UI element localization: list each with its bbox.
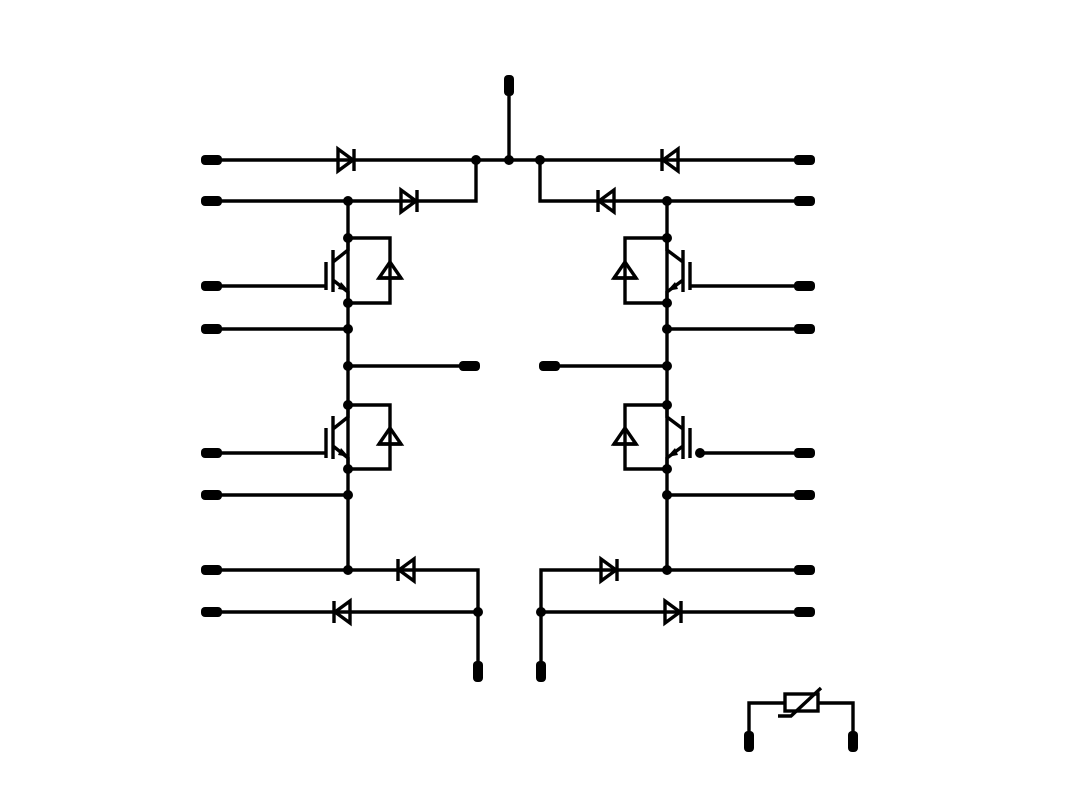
terminal-pin-right[interactable] [794, 281, 815, 291]
terminal-pin-bottom-left[interactable] [473, 661, 483, 682]
junction-dot [343, 233, 353, 243]
junction-dot [343, 298, 353, 308]
junction-dot [662, 490, 672, 500]
freewheel-diode-left-lower [348, 403, 405, 471]
wire-left-bottom-row1 [215, 568, 480, 612]
junction-dot [504, 155, 514, 165]
terminal-pin-ntc-2[interactable] [848, 731, 858, 752]
clamp-diode-top-left-2 [399, 186, 419, 216]
clamp-diode-top-left-1 [336, 145, 356, 175]
terminal-pin-right[interactable] [794, 607, 815, 617]
igbt-right-upper [665, 238, 692, 303]
terminal-pin-left[interactable] [201, 448, 222, 458]
igbt-right-lower [665, 405, 692, 469]
junction-dot [471, 155, 481, 165]
freewheel-diode-left-upper [348, 236, 405, 305]
junction-dot [343, 324, 353, 334]
junction-dot [695, 448, 705, 458]
junction-dot [662, 233, 672, 243]
terminal-pin-right[interactable] [794, 324, 815, 334]
junction-dot [343, 490, 353, 500]
terminal-pin-right[interactable] [794, 196, 815, 206]
freewheel-diode-right-lower [610, 403, 667, 471]
junction-dot [662, 565, 672, 575]
junction-dot [662, 196, 672, 206]
junction-dot [343, 196, 353, 206]
igbt-left-lower [324, 405, 350, 469]
wire-left-row2 [215, 160, 478, 203]
junction-dot [343, 464, 353, 474]
terminal-pin-left[interactable] [201, 155, 222, 165]
clamp-diode-top-right-1 [660, 145, 680, 175]
junction-dot [473, 607, 483, 617]
junction-dot [343, 565, 353, 575]
junction-dot [662, 464, 672, 474]
junction-dot [662, 400, 672, 410]
junction-group [343, 155, 705, 617]
junction-dot [536, 607, 546, 617]
clamp-diode-bottom-right-2 [663, 597, 683, 627]
igbt-left-upper [324, 238, 350, 303]
clamp-diode-bottom-right-1 [599, 555, 619, 585]
terminal-pin-left[interactable] [201, 490, 222, 500]
freewheel-diode-right-upper [610, 236, 667, 305]
junction-dot [535, 155, 545, 165]
junction-dot [662, 298, 672, 308]
clamp-diode-bottom-left-2 [332, 597, 352, 627]
terminal-pin-left[interactable] [201, 324, 222, 334]
wire-right-row2 [538, 160, 800, 203]
terminal-pin-mid-left[interactable] [459, 361, 480, 371]
terminal-pin-top[interactable] [504, 75, 514, 96]
terminal-pin-right[interactable] [794, 490, 815, 500]
terminal-pin-left[interactable] [201, 565, 222, 575]
clamp-diode-bottom-left-1 [396, 555, 416, 585]
terminal-pin-right[interactable] [794, 155, 815, 165]
wire-right-bottom-row1 [539, 568, 800, 612]
clamp-diode-top-right-2 [596, 186, 616, 216]
terminal-pin-left[interactable] [201, 607, 222, 617]
junction-dot [662, 361, 672, 371]
terminal-group [201, 75, 858, 752]
terminal-pin-left[interactable] [201, 281, 222, 291]
terminal-pin-mid-right[interactable] [539, 361, 560, 371]
wire-group [215, 90, 855, 735]
terminal-pin-right[interactable] [794, 448, 815, 458]
junction-dot [343, 361, 353, 371]
terminal-pin-ntc-1[interactable] [744, 731, 754, 752]
terminal-pin-left[interactable] [201, 196, 222, 206]
terminal-pin-right[interactable] [794, 565, 815, 575]
junction-dot [343, 400, 353, 410]
terminal-pin-bottom-right[interactable] [536, 661, 546, 682]
thermistor-ntc [778, 686, 823, 718]
junction-dot [662, 324, 672, 334]
